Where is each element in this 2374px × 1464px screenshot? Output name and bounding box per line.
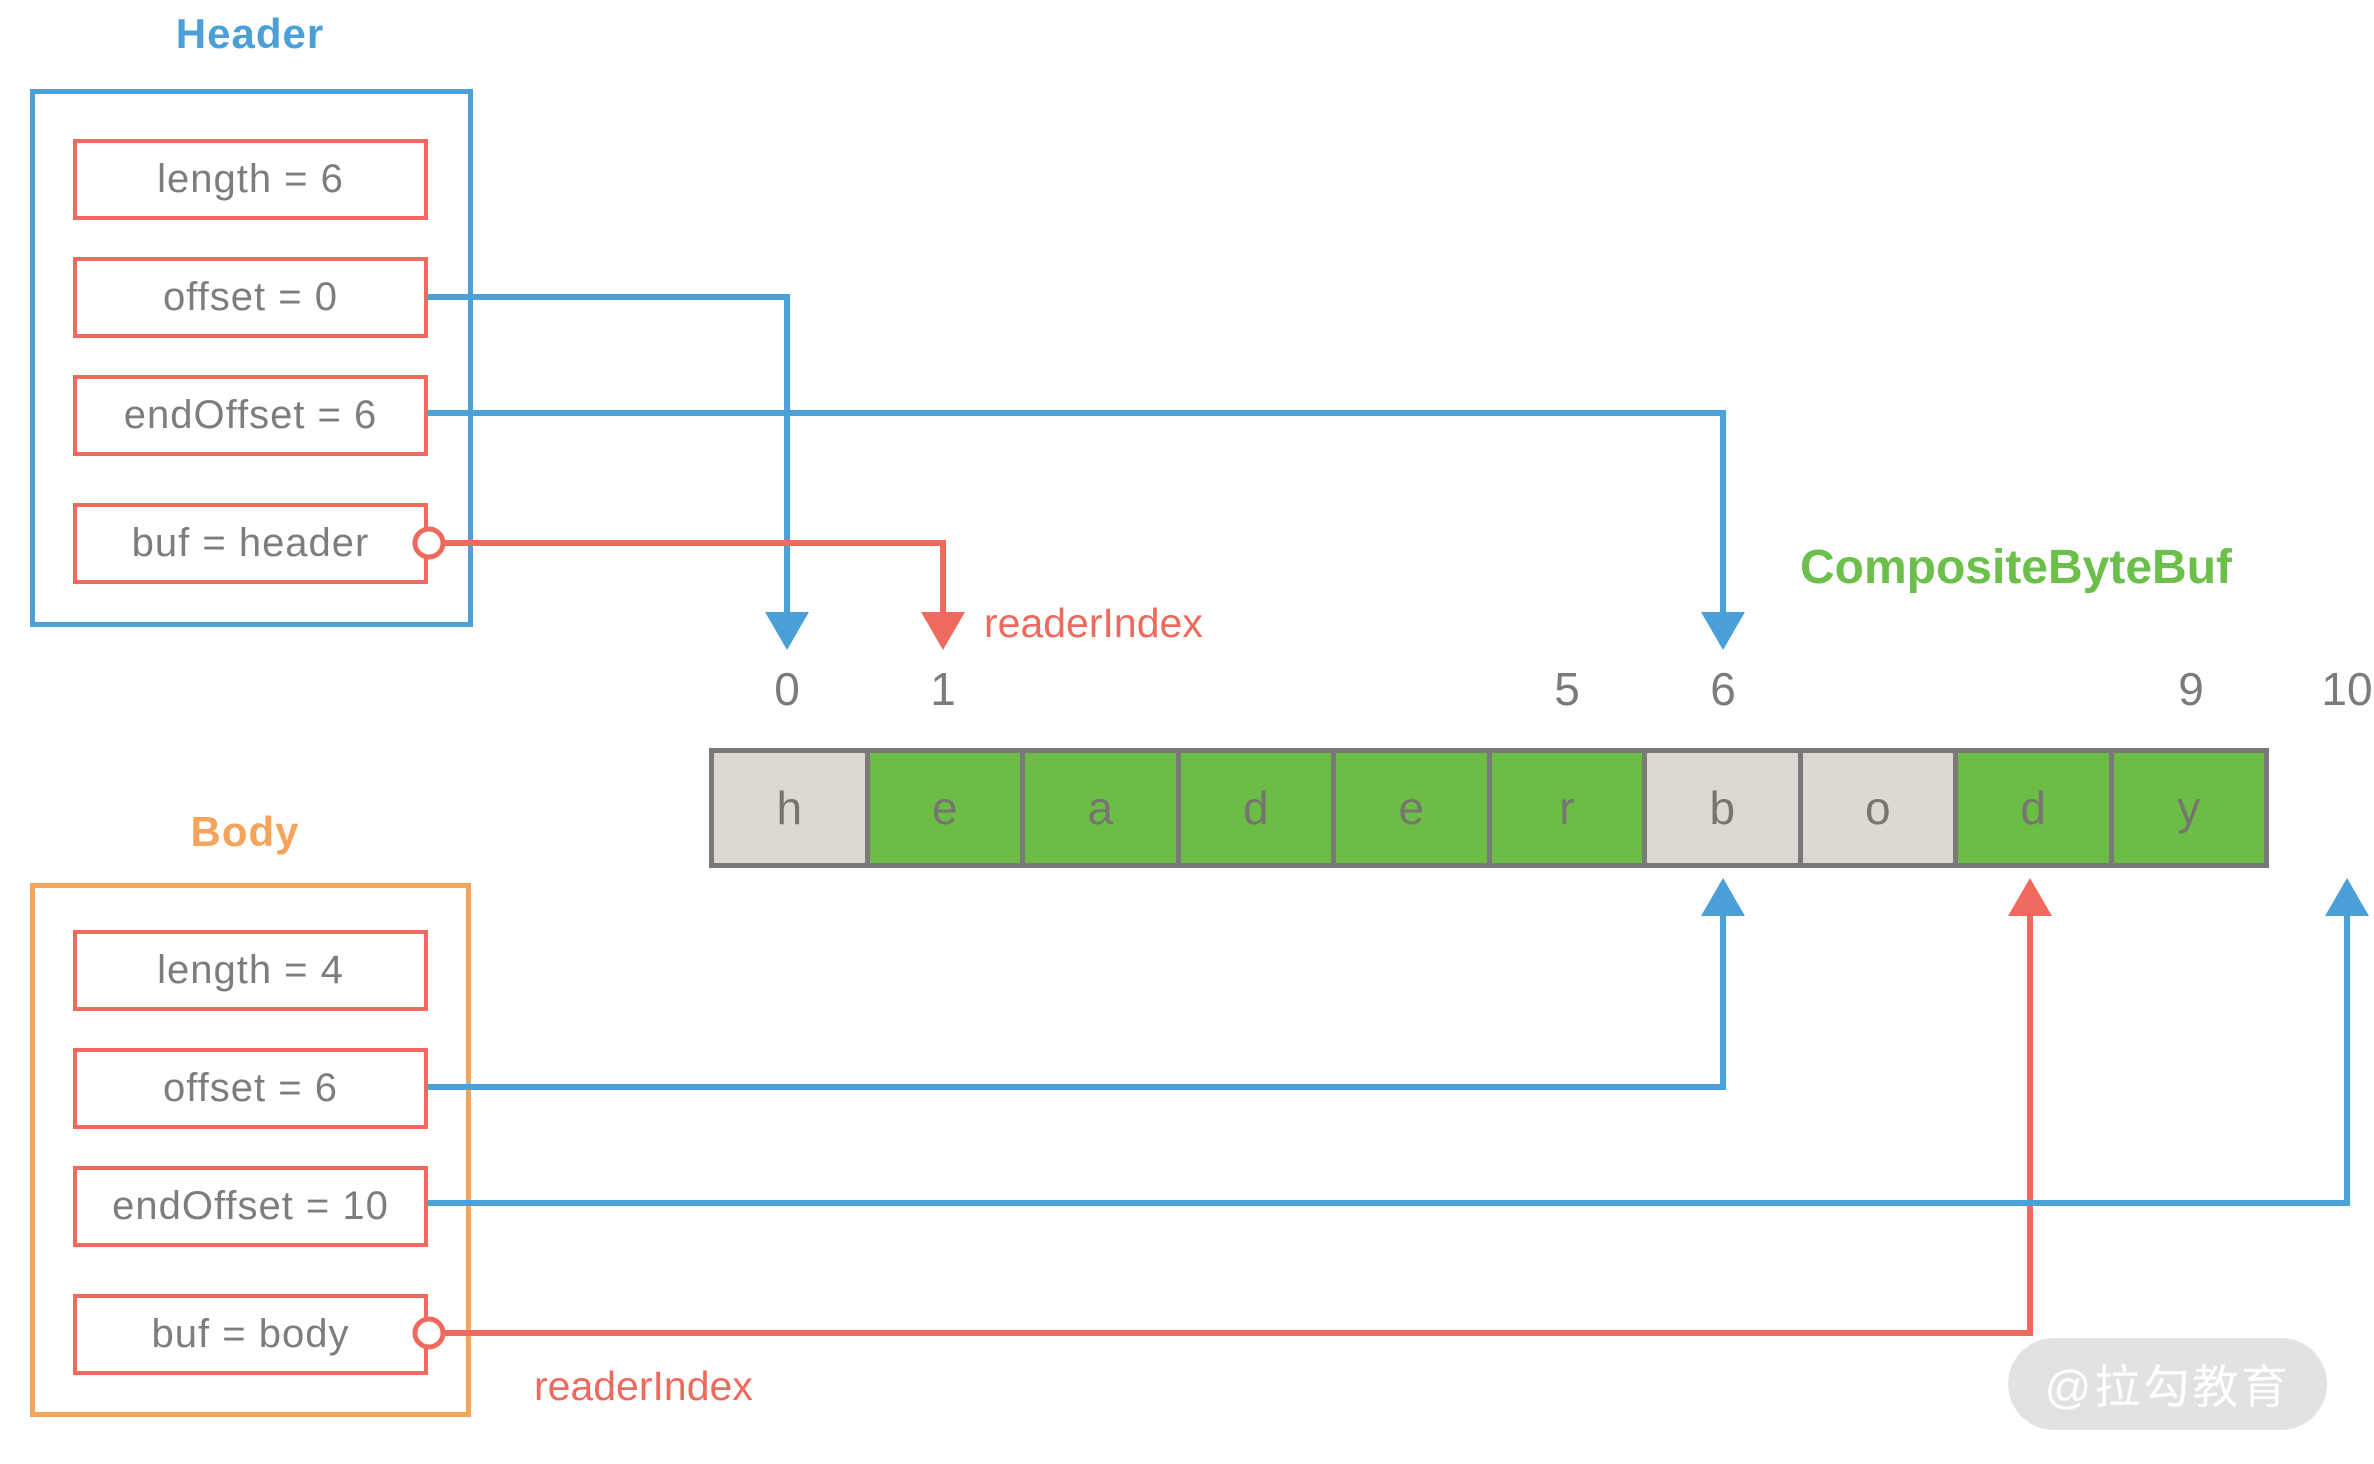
byte-cell-9: y xyxy=(2113,753,2264,863)
header-field-endOffset: endOffset = 6 xyxy=(73,375,428,456)
body-panel-title: Body xyxy=(190,808,300,855)
byte-cell-4: e xyxy=(1336,753,1492,863)
buf-port-icon xyxy=(412,1316,446,1350)
arrow-down-icon xyxy=(1701,612,1745,650)
index-label-6: 6 xyxy=(1710,663,1736,715)
arrow-down-icon xyxy=(921,612,965,650)
watermark-badge: @拉勾教育 xyxy=(2008,1338,2327,1430)
byte-cell-3: d xyxy=(1180,753,1336,863)
reader-index-label-header: readerIndex xyxy=(984,600,1203,646)
header-offset-connector xyxy=(428,294,809,650)
byte-cell-2: a xyxy=(1025,753,1181,863)
byte-cell-8: d xyxy=(1958,753,2114,863)
header-field-length: length = 6 xyxy=(73,139,428,220)
body-field-length: length = 4 xyxy=(73,930,428,1011)
buf-port-icon xyxy=(412,526,446,560)
index-label-1: 1 xyxy=(930,663,956,715)
header-field-buf: buf = header xyxy=(73,503,428,584)
byte-cell-5: r xyxy=(1491,753,1647,863)
byte-cell-0: h xyxy=(714,753,870,863)
body-field-buf: buf = body xyxy=(73,1294,428,1375)
byte-cell-6: b xyxy=(1647,753,1803,863)
header-endoffset-connector xyxy=(428,410,1745,650)
index-label-10: 10 xyxy=(2321,663,2373,715)
body-field-endOffset: endOffset = 10 xyxy=(73,1166,428,1247)
body-endoffset-connector xyxy=(428,878,2369,1206)
index-label-5: 5 xyxy=(1554,663,1580,715)
index-label-9: 9 xyxy=(2178,663,2204,715)
body-field-offset: offset = 6 xyxy=(73,1048,428,1129)
index-label-0: 0 xyxy=(774,663,800,715)
reader-index-label-body: readerIndex xyxy=(534,1363,753,1409)
arrow-up-icon xyxy=(2008,878,2052,916)
body-buf-readerindex-connector xyxy=(412,878,2052,1350)
header-panel-title: Header xyxy=(175,10,325,57)
body-offset-connector xyxy=(428,878,1745,1090)
byte-cell-1: e xyxy=(869,753,1025,863)
composite-bytebuf-label: CompositeByteBuf xyxy=(1799,541,2233,594)
arrow-up-icon xyxy=(2325,878,2369,916)
byte-cell-7: o xyxy=(1802,753,1958,863)
header-buf-readerindex-connector xyxy=(412,526,965,650)
arrow-down-icon xyxy=(765,612,809,650)
arrow-up-icon xyxy=(1701,878,1745,916)
header-field-offset: offset = 0 xyxy=(73,257,428,338)
